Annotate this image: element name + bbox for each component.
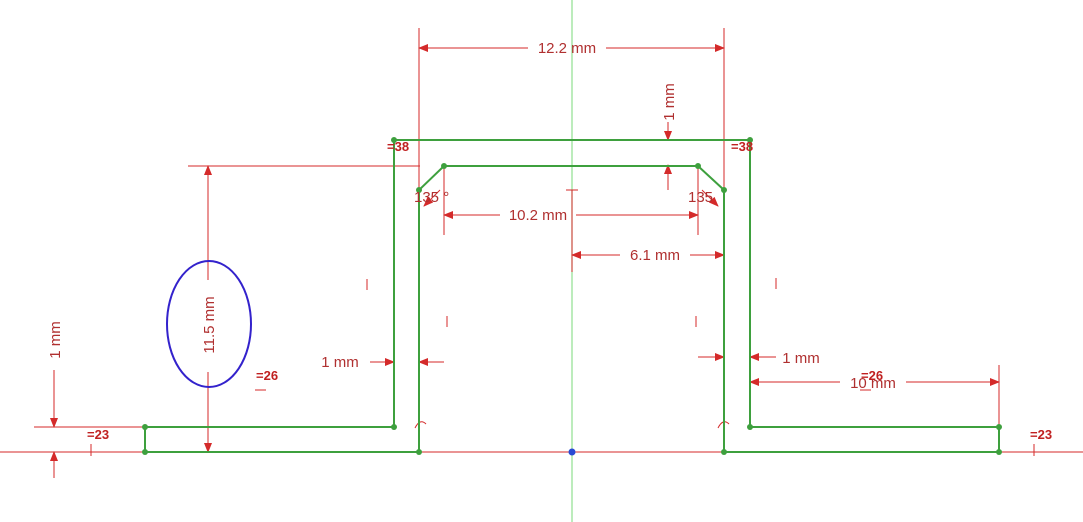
dim-left-offset[interactable]: 1 mm bbox=[47, 321, 64, 359]
dim-angle-left[interactable]: 135 ° bbox=[414, 189, 449, 206]
equal-constraint-icon[interactable]: =26 bbox=[256, 368, 278, 383]
equal-constraint-icon[interactable]: =26 bbox=[861, 368, 883, 383]
highlight-ellipse bbox=[166, 260, 252, 388]
dim-flange-length[interactable]: 10 mm bbox=[850, 375, 896, 392]
dim-inner-width[interactable]: 10.2 mm bbox=[509, 207, 567, 224]
dimension-lines bbox=[34, 28, 1035, 478]
dim-top-width[interactable]: 12.2 mm bbox=[538, 40, 596, 57]
equal-constraint-icon[interactable]: =23 bbox=[1030, 427, 1052, 442]
dim-offset-top[interactable]: 1 mm bbox=[661, 83, 678, 121]
equal-constraint-icon[interactable]: =38 bbox=[387, 139, 409, 154]
dim-half-width[interactable]: 6.1 mm bbox=[630, 247, 680, 264]
origin-point[interactable] bbox=[568, 448, 576, 456]
dim-height[interactable]: 11.5 mm bbox=[201, 296, 218, 353]
dim-left-thickness[interactable]: 1 mm bbox=[321, 354, 359, 371]
equal-constraint-icon[interactable]: =38 bbox=[731, 139, 753, 154]
equal-constraint-icon[interactable]: =23 bbox=[87, 427, 109, 442]
dim-angle-right[interactable]: 135 bbox=[688, 189, 713, 206]
dim-right-thickness[interactable]: 1 mm bbox=[782, 350, 820, 367]
sketch-vertices[interactable] bbox=[142, 137, 1002, 455]
